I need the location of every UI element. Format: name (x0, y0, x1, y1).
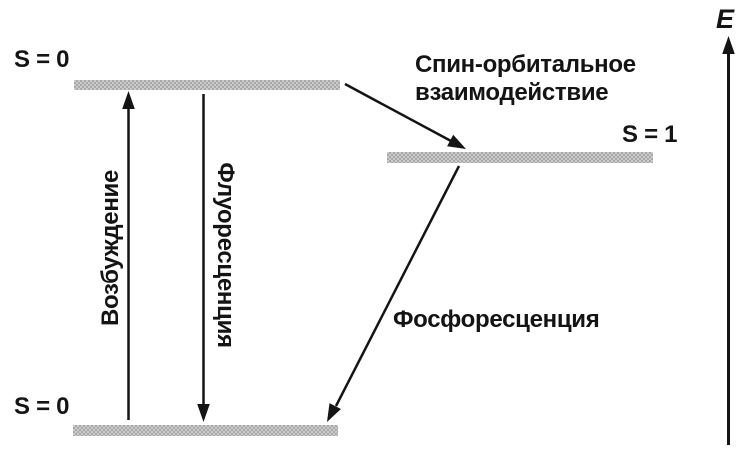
excited-singlet-label: S = 0 (14, 46, 70, 73)
excitation-arrow (122, 91, 135, 420)
spin-orbit-arrow (344, 82, 466, 149)
triplet-level (387, 152, 653, 163)
energy-axis (722, 36, 735, 445)
energy-axis-label: E (716, 4, 734, 34)
fluorescence-arrow (197, 94, 210, 422)
excitation-label: Возбуждение (96, 169, 124, 327)
ground-singlet-label: S = 0 (14, 393, 70, 420)
triplet-label: S = 1 (622, 121, 678, 148)
excited-singlet-level (74, 80, 340, 90)
ground-level (73, 425, 338, 436)
fluorescence-label: Флуоресценция (212, 162, 240, 348)
spin-orbit-label-line2: взаимодействие (415, 79, 609, 107)
spin-orbit-label: Спин-орбитальное взаимодействие (415, 51, 636, 107)
spin-orbit-label-line1: Спин-орбитальное (415, 51, 636, 78)
phosphorescence-label: Фосфоресценция (393, 306, 600, 333)
phosphorescence-arrow (327, 165, 461, 422)
